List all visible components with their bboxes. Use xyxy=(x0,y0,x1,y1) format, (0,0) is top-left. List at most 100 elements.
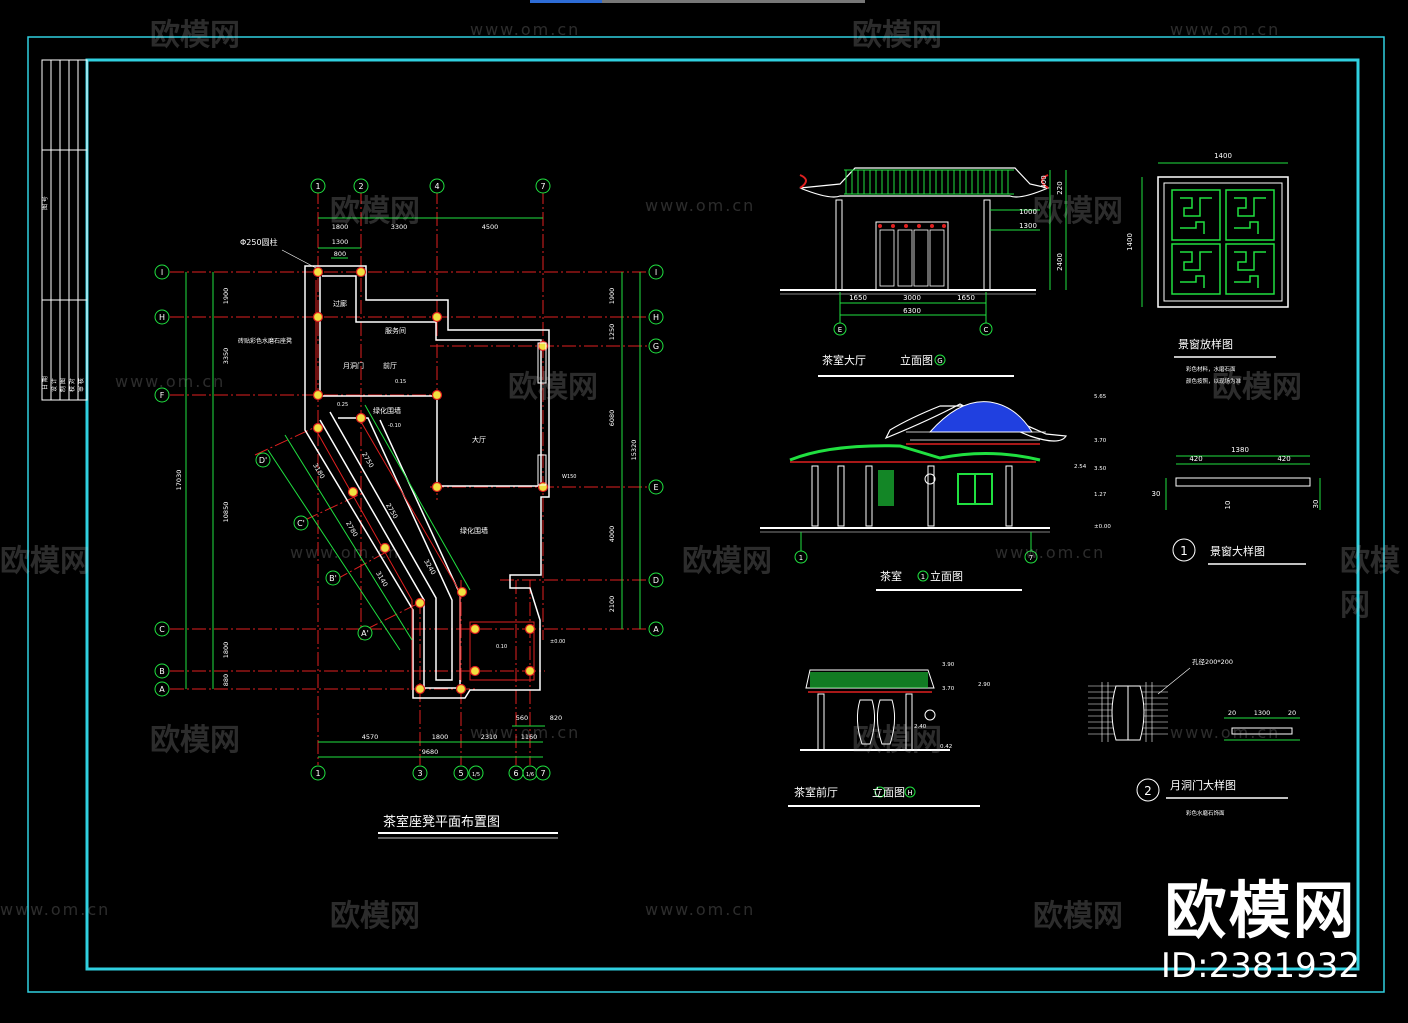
plan-dim-bottom-6: 1160 xyxy=(521,733,538,741)
front-elevation: 3.90 3.70 2.90 2.40 0.42 茶室前厅 立面图 H xyxy=(788,662,991,807)
moon-gate-dim-1: 20 xyxy=(1228,709,1236,717)
front-level-5: 0.42 xyxy=(940,744,952,750)
plan-level-d: ±0.00 xyxy=(550,639,565,645)
front-level-4: 2.40 xyxy=(914,724,927,730)
main-level-1: 5.65 xyxy=(1094,394,1107,400)
window-detail: 1380 420 420 30 10 30 1 景窗大样图 xyxy=(1152,446,1321,565)
plan-dim-left-4: 1800 xyxy=(222,642,230,659)
plan-grid-bottom-5: 6 xyxy=(513,769,518,778)
window-detail-dim-5: 10 xyxy=(1224,501,1232,510)
main-level-2: 3.70 xyxy=(1094,438,1107,444)
plan-grid-left-2: H xyxy=(159,313,165,322)
hall-side-dim-2: 1300 xyxy=(1019,222,1037,230)
main-elevation-tag: 1 xyxy=(921,573,925,581)
front-elevation-sub: 立面图 xyxy=(872,785,905,799)
plan-grid-top-3: 4 xyxy=(434,182,439,191)
plan-dim-top-3: 4500 xyxy=(482,223,499,231)
plan-label-service: 服务间 xyxy=(385,326,406,335)
brand-id: ID:2381932 xyxy=(1160,946,1360,986)
plan-grid-top-1: 1 xyxy=(315,182,320,191)
plan-title: 茶室座凳平面布置图 xyxy=(383,814,500,830)
moon-gate-detail: 孔径200*200 20 1300 20 2 月洞门大样图 彩色水磨石饰面 xyxy=(1088,657,1300,817)
window-detail-dim-6: 30 xyxy=(1312,500,1320,509)
window-height: 1400 xyxy=(1126,233,1134,251)
moon-gate-dim-2: 1300 xyxy=(1254,709,1271,717)
plan-grid-right-2: H xyxy=(653,313,659,322)
moon-gate-dim-3: 20 xyxy=(1288,709,1296,717)
plan-dim-top-5: 800 xyxy=(334,250,346,258)
plan-grid-bottom-2: 3 xyxy=(417,769,422,778)
plan-dim-diag-4: 2750 xyxy=(360,451,375,469)
plan-grid-bottom-1: 1 xyxy=(315,769,320,778)
front-level-1: 3.90 xyxy=(942,662,955,668)
active-tab-indicator[interactable] xyxy=(530,0,602,3)
window-detail-num: 1 xyxy=(1180,544,1188,558)
plan-grid-bottom-4: 1/5 xyxy=(472,772,480,778)
hall-dim-1: 1650 xyxy=(849,294,867,302)
window-title: 景窗放样图 xyxy=(1178,337,1233,351)
plan-grid-diag-1: D' xyxy=(259,456,267,465)
plan-grid-left-4: C xyxy=(159,625,165,634)
plan-label-corridor: 过廊 xyxy=(333,299,347,308)
hall-side-dim-3: 2400 xyxy=(1056,253,1064,271)
plan-dim-bottom-5: 820 xyxy=(550,714,562,722)
plan-label-big-hall: 大厅 xyxy=(472,435,486,444)
title-block-top: 图 号 xyxy=(42,196,49,210)
plan-dim-right-3: 6080 xyxy=(608,410,616,427)
plan-label-front-hall: 前厅 xyxy=(383,361,397,370)
plan-grid-bottom-6: 1/6 xyxy=(526,772,534,778)
main-level-5: 1.27 xyxy=(1094,492,1107,498)
plan-level-a: 0.15 xyxy=(395,379,406,385)
plan-dim-bottom-2: 1800 xyxy=(432,733,449,741)
plan-dim-bottom-1: 4570 xyxy=(362,733,379,741)
plan-label-seat: 砖贴彩色水磨石座凳 xyxy=(238,337,292,345)
plan-dim-diag-1: 3180 xyxy=(311,462,326,480)
plan-label-w: W150 xyxy=(562,474,577,480)
outer-frame xyxy=(27,36,1385,993)
document-tab-bar[interactable] xyxy=(530,0,865,3)
inner-frame xyxy=(85,58,1360,971)
window-pattern: 1400 1400 景窗放样图 彩色材料，水磨石面 颜色按照，以现场为准 xyxy=(1126,152,1289,385)
plan-grid-top-2: 2 xyxy=(358,182,363,191)
moon-gate-note-2: 彩色水磨石饰面 xyxy=(1186,809,1225,817)
plan-dim-top-1: 1800 xyxy=(332,223,349,231)
plan-dim-right-5: 4000 xyxy=(608,526,616,543)
plan-level-c: -0.10 xyxy=(388,423,401,429)
moon-gate-note: 孔径200*200 xyxy=(1192,657,1233,666)
plan-grid-right-3: G xyxy=(653,342,659,351)
window-detail-title: 景窗大样图 xyxy=(1210,544,1265,558)
plan-dim-left-3: 10850 xyxy=(222,502,230,523)
plan-grid-right-4: E xyxy=(653,483,658,492)
plan-label-green-wall-2: 绿化围墙 xyxy=(460,526,488,535)
main-elevation-sub: 立面图 xyxy=(930,569,963,583)
plan-dim-top-2: 3300 xyxy=(391,223,408,231)
plan-grid-left-6: A xyxy=(159,685,165,694)
hall-side-dim-4: 220 xyxy=(1056,181,1064,194)
plan-grid-top-4: 7 xyxy=(540,182,545,191)
front-elevation-tag: H xyxy=(907,789,912,797)
title-block-col-3: 校 对 xyxy=(68,378,76,392)
plan-dim-left-5: 880 xyxy=(222,674,230,686)
plan-grid-diag-4: A' xyxy=(361,629,369,638)
hall-side-dim-1: 1000 xyxy=(1019,208,1037,216)
plan-dim-right-4: 15320 xyxy=(630,440,638,461)
plan-level-b: 0.25 xyxy=(337,402,348,408)
plan-dim-right-6: 2100 xyxy=(608,596,616,613)
front-level-3: 2.90 xyxy=(978,682,991,688)
plan-grid-left-1: I xyxy=(161,268,163,277)
plan-dim-left-2: 3350 xyxy=(222,348,230,365)
window-note-1: 彩色材料，水磨石面 xyxy=(1186,365,1236,373)
plan-dim-right-2: 1250 xyxy=(608,324,616,341)
plan-level-e: 0.10 xyxy=(496,644,507,650)
main-level-6: ±0.00 xyxy=(1094,524,1111,530)
plan-label-moon-gate: 月洞门 xyxy=(343,361,364,370)
plan-label-column: Φ250圆柱 xyxy=(240,237,278,247)
window-detail-dim-1: 1380 xyxy=(1231,446,1249,454)
plan-dim-bottom-7: 9680 xyxy=(422,748,439,756)
hall-elevation-sub: 立面图 xyxy=(900,353,933,367)
window-detail-dim-2: 420 xyxy=(1189,455,1202,463)
title-block-col-1: 设 计 xyxy=(50,378,58,392)
brand-logo: 欧模网 ID:2381932 xyxy=(1160,874,1360,987)
brand-name: 欧模网 xyxy=(1164,874,1357,947)
